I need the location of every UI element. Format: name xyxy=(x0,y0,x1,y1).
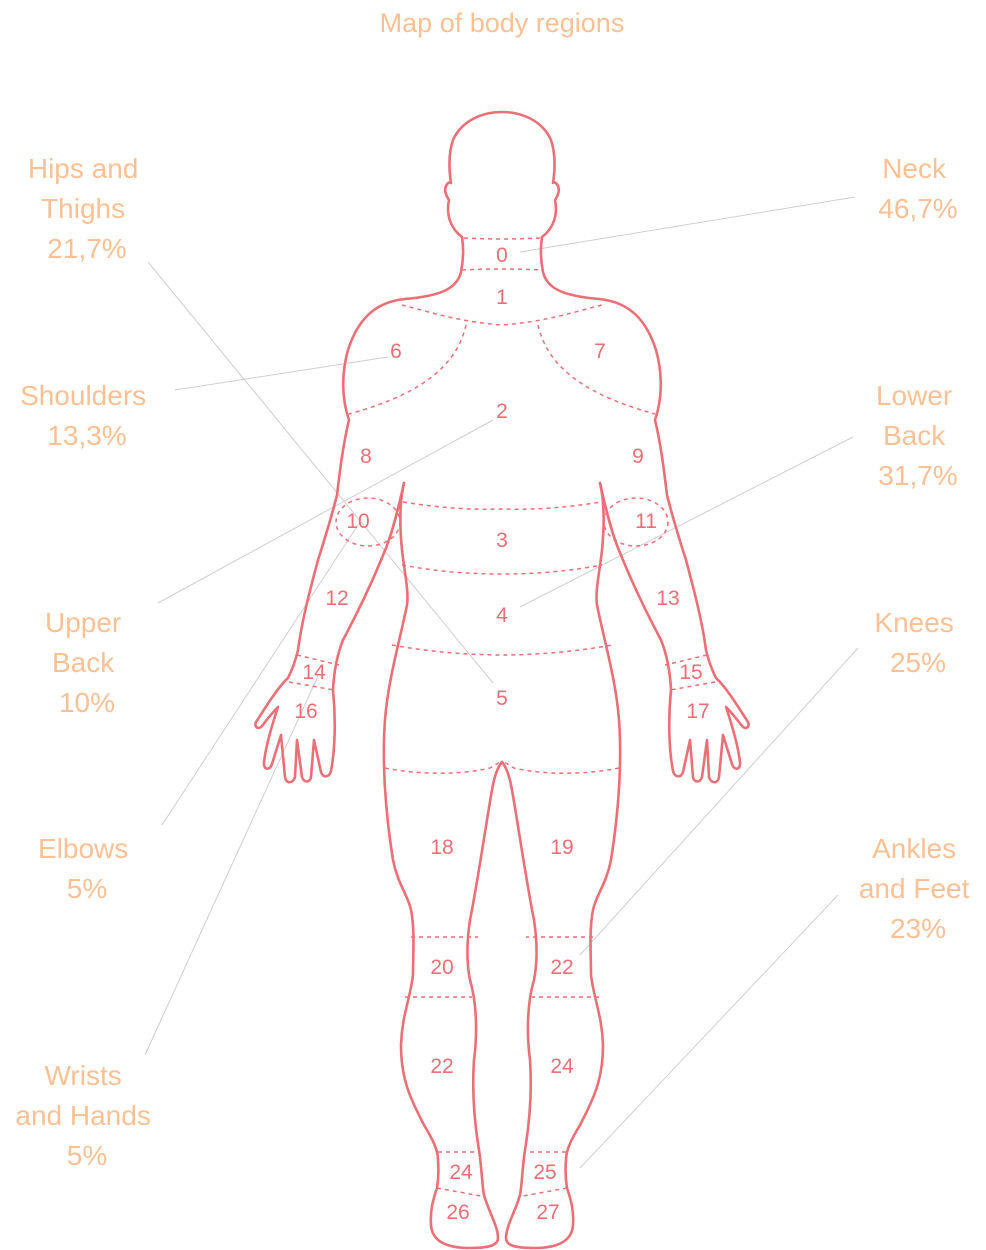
region-dividers xyxy=(289,238,715,1196)
region-number: 19 xyxy=(550,836,573,859)
region-number: 10 xyxy=(346,510,369,533)
region-number: 6 xyxy=(390,340,402,363)
region-number: 24 xyxy=(449,1161,473,1184)
leader-line-shoulders xyxy=(175,357,388,390)
neck-outline-right xyxy=(541,237,599,299)
leader-line-lower-back xyxy=(520,437,853,607)
percentage-value: 13,3% xyxy=(47,420,126,451)
percentage-value: 10% xyxy=(59,687,115,718)
divider-ankle-left-bottom xyxy=(437,1188,481,1196)
percentage-value: 5% xyxy=(67,1140,107,1171)
region-number: 27 xyxy=(536,1201,559,1224)
leader-line-wrists xyxy=(145,676,318,1055)
label-hips-and-thighs: Hips and Thighs 21,7% xyxy=(28,153,146,264)
region-number: 9 xyxy=(632,445,644,468)
neck-outline xyxy=(405,237,463,299)
divider-hips-bottom-left xyxy=(385,762,502,773)
region-number: 26 xyxy=(446,1201,469,1224)
right-labels: Neck 46,7% Lower Back 31,7% Knees 25% An… xyxy=(859,153,977,944)
percentage-value: 21,7% xyxy=(47,233,126,264)
region-number: 25 xyxy=(533,1161,556,1184)
percentage-value: 23% xyxy=(890,913,946,944)
head-outline xyxy=(445,112,559,237)
torso-right-outline xyxy=(599,299,749,782)
torso-left-outline xyxy=(255,299,405,782)
region-number: 13 xyxy=(656,587,679,610)
leader-line-knees xyxy=(580,648,858,955)
divider-shoulder-left xyxy=(349,325,466,414)
label-ankles-and-feet: Ankles and Feet 23% xyxy=(859,833,977,944)
leader-line-neck xyxy=(520,197,855,252)
region-number: 5 xyxy=(496,687,508,710)
region-number: 16 xyxy=(294,700,317,723)
label-wrists-and-hands: Wrists and Hands 5% xyxy=(15,1060,158,1171)
divider-ankle-right-bottom xyxy=(523,1188,567,1196)
region-number: 14 xyxy=(302,661,326,684)
label-upper-back: Upper Back 10% xyxy=(45,607,129,718)
region-number: 24 xyxy=(550,1055,574,1078)
label-neck: Neck 46,7% xyxy=(878,153,957,224)
divider-hips-top xyxy=(392,645,612,655)
leader-line-hips xyxy=(148,262,493,683)
divider-hips-bottom-right xyxy=(502,762,619,773)
region-number: 18 xyxy=(430,836,453,859)
label-shoulders: Shoulders 13,3% xyxy=(20,380,154,451)
region-number: 2 xyxy=(496,400,508,423)
leader-line-ankles xyxy=(580,895,838,1168)
percentage-value: 5% xyxy=(67,873,107,904)
divider-neck-top xyxy=(464,238,540,239)
region-number: 7 xyxy=(594,340,606,363)
body-outline xyxy=(255,112,748,1248)
left-labels: Hips and Thighs 21,7% Shoulders 13,3% Up… xyxy=(15,153,158,1171)
region-number: 3 xyxy=(496,529,508,552)
divider-back-mid xyxy=(403,502,601,509)
region-number: 11 xyxy=(635,510,657,533)
divider-neck-bottom xyxy=(462,269,542,270)
region-numbers: 0 1 2 3 4 5 6 7 8 9 10 11 12 13 14 15 16… xyxy=(294,244,709,1224)
region-number: 12 xyxy=(325,587,348,610)
leader-lines xyxy=(145,197,858,1168)
waist-left-outline xyxy=(384,483,502,1248)
diagram-title: Map of body regions xyxy=(380,8,625,38)
region-number: 4 xyxy=(496,604,508,627)
label-lower-back: Lower Back 31,7% xyxy=(876,380,960,491)
leader-line-elbows xyxy=(162,522,360,825)
percentage-value: 46,7% xyxy=(878,193,957,224)
divider-shoulder-right xyxy=(538,325,655,414)
region-number: 15 xyxy=(679,661,702,684)
divider-back-lower xyxy=(402,565,602,574)
region-number: 22 xyxy=(550,956,573,979)
region-number: 1 xyxy=(496,286,508,309)
region-number: 8 xyxy=(360,445,372,468)
percentage-value: 31,7% xyxy=(878,460,957,491)
region-number: 0 xyxy=(496,244,508,267)
region-number: 17 xyxy=(686,700,709,723)
label-elbows: Elbows 5% xyxy=(38,833,136,904)
percentage-value: 25% xyxy=(890,647,946,678)
label-knees: Knees 25% xyxy=(874,607,961,678)
region-number: 22 xyxy=(430,1055,453,1078)
waist-right-outline xyxy=(502,483,620,1248)
region-number: 20 xyxy=(430,956,453,979)
